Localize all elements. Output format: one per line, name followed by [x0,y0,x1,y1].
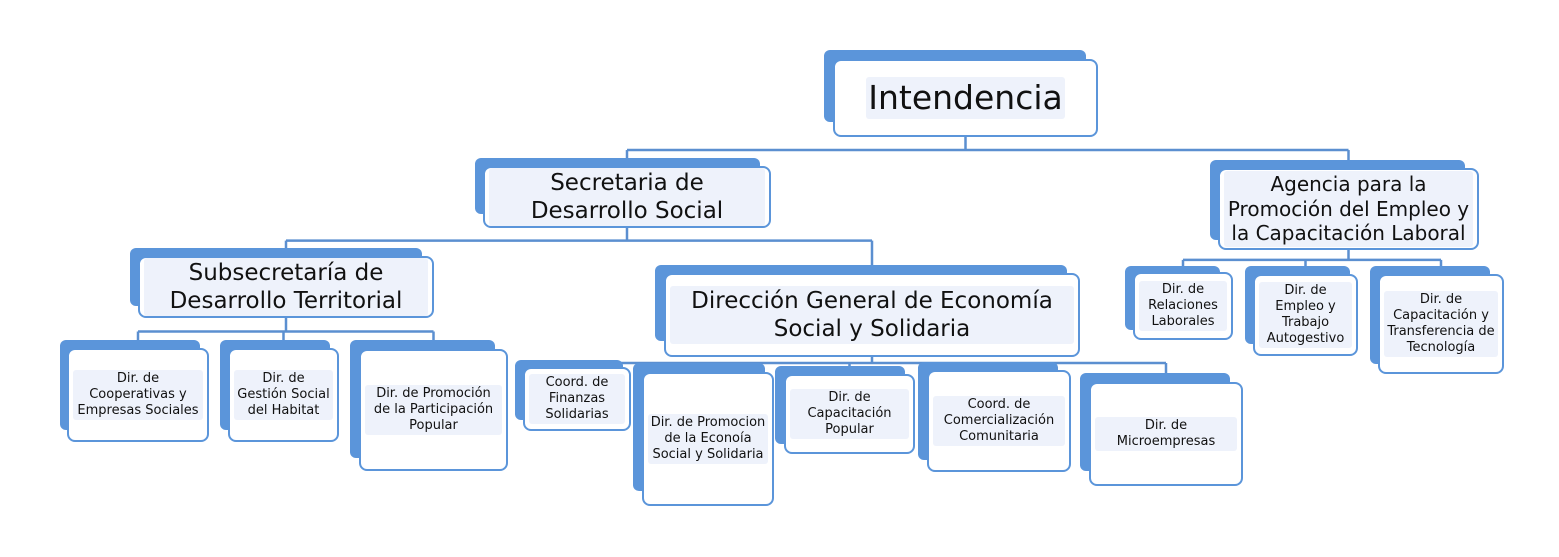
node-label: Dir. de Microempresas [1095,417,1237,451]
node-label: Coord. de Comercialización Comunitaria [933,396,1065,446]
node-label: Dir. de Promocion de la Econoía Social y… [648,414,768,464]
node-label: Agencia para la Promoción del Empleo y l… [1224,171,1473,247]
node-label: Dir. de Capacitación Popular [790,389,909,439]
node-label: Secretaria de Desarrollo Social [489,167,765,227]
node-label: Dir. de Capacitación y Transferencia de … [1384,291,1498,357]
node-label: Subsecretaría de Desarrollo Territorial [144,257,428,317]
node-label: Dir. de Empleo y Trabajo Autogestivo [1259,282,1352,348]
node-label: Dirección General de Economía Social y S… [670,285,1074,345]
node-label: Coord. de Finanzas Solidarias [529,374,625,424]
node-label: Dir. de Relaciones Laborales [1139,281,1227,331]
node-label: Intendencia [866,76,1065,120]
node-label: Dir. de Cooperativas y Empresas Sociales [73,370,203,420]
node-label: Dir. de Gestión Social del Habitat [234,370,333,420]
node-label: Dir. de Promoción de la Participación Po… [365,385,502,435]
